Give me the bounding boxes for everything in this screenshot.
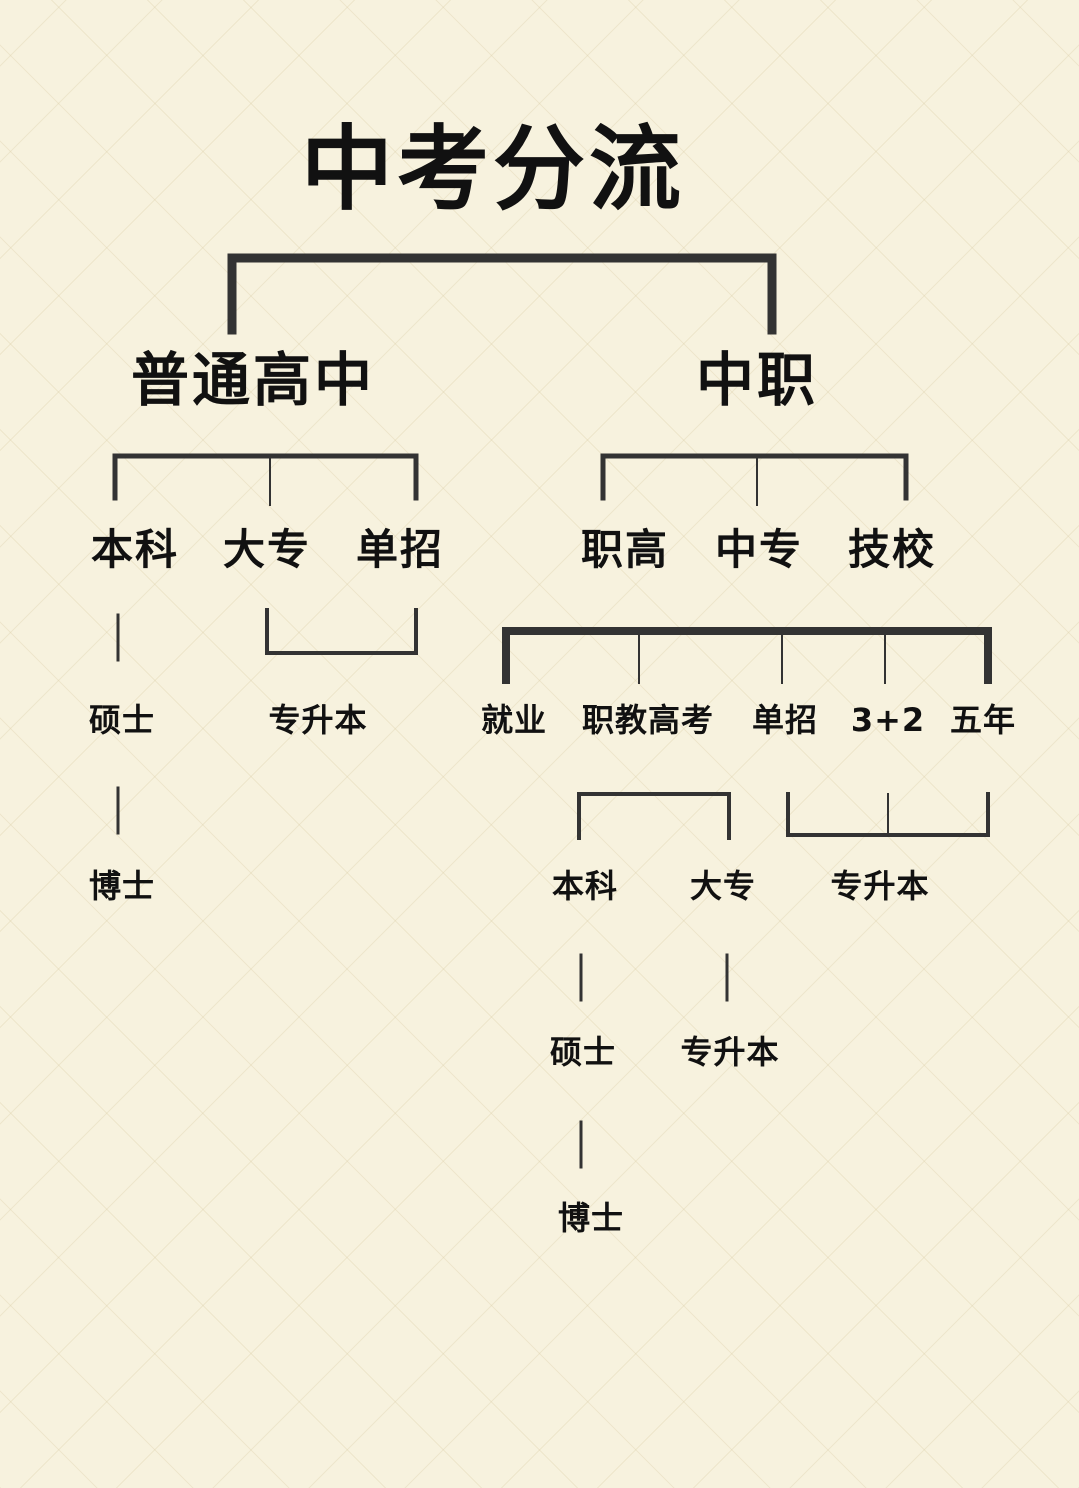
hs-doctor-label: 博士 (88, 867, 156, 905)
general-high-school-label: 普通高中 (130, 346, 376, 414)
voc-master-label: 硕士 (549, 1033, 617, 1071)
voc-single-exam-label: 单招 (751, 701, 819, 739)
technical-secondary-label: 中专 (714, 525, 804, 574)
voc-junior-college-label: 大专 (689, 867, 757, 905)
vocational-outcomes-bracket (502, 627, 992, 684)
voc-doctor-label: 博士 (557, 1199, 625, 1237)
hs-upgrade-label: 专升本 (268, 701, 368, 739)
voc-upgrade-b-label: 专升本 (680, 1033, 780, 1071)
hs-master-label: 硕士 (88, 701, 156, 739)
hs-single-exam-label: 单招 (355, 525, 445, 574)
page-title: 中考分流 (300, 116, 686, 223)
root-bracket (227, 253, 777, 335)
employment-label: 就业 (480, 701, 548, 739)
voc-upgrade-a-label: 专升本 (830, 867, 930, 905)
hs-junior-college-label: 大专 (222, 525, 312, 574)
voc-bachelor-label: 本科 (551, 867, 619, 905)
technical-school-label: 技校 (847, 525, 937, 574)
hs-upgrade-bracket (265, 608, 418, 655)
hs-bachelor-label: 本科 (90, 525, 180, 574)
vocational-bracket (600, 453, 909, 501)
five-year-label: 五年 (949, 701, 1017, 739)
high-school-bracket (112, 453, 419, 501)
three-plus-two-label: 3+2 (850, 701, 926, 739)
vocational-school-label: 中职 (695, 346, 819, 414)
vocational-exam-label: 职教高考 (581, 701, 715, 739)
vocational-high-label: 职高 (580, 525, 670, 574)
vocational-exam-bracket (577, 792, 731, 840)
